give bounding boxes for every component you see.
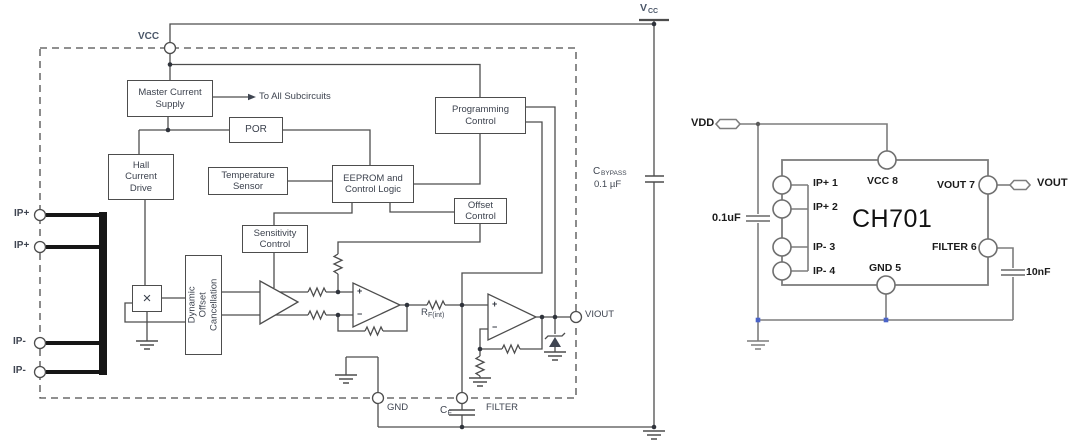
block-sensitivity-control: Sensitivity Control — [242, 225, 308, 253]
block-eeprom-control-logic: EEPROM and Control Logic — [332, 165, 414, 203]
amp2-plus-label: + — [357, 286, 363, 296]
ground-icon — [135, 340, 159, 350]
amp3-minus-label: − — [492, 322, 498, 332]
vout-port-icon — [1008, 179, 1032, 191]
gnd-pin-label: GND — [387, 402, 409, 413]
ground-icon — [746, 340, 770, 350]
chip-boundary-dashed-box — [39, 47, 577, 399]
pin-label-ip2: IP+ 2 — [813, 201, 838, 213]
amp1-opamp-icon — [259, 279, 300, 326]
rf-int-label: R — [421, 307, 428, 318]
viout-pin-label: VIOUT — [585, 309, 615, 320]
block-hall-current-drive: Hall Current Drive — [108, 154, 174, 200]
amp3-opamp-icon — [487, 292, 538, 342]
ground-icon — [543, 351, 567, 361]
vcc-top-wire — [169, 23, 654, 42]
block-por: POR — [229, 117, 283, 143]
filter-capacitor-icon — [1001, 269, 1025, 276]
primary-conductor — [46, 213, 101, 374]
vcc-terminal — [163, 41, 177, 55]
application-circuit-wiring — [714, 118, 1032, 350]
chip-name-label: CH701 — [852, 205, 933, 233]
to-all-subcircuits-label: To All Subcircuits — [259, 91, 331, 102]
eeprom-to-programming-wire — [414, 134, 481, 185]
ip-plus-label: IP+ — [14, 208, 30, 219]
rf-int-resistor-icon — [426, 300, 446, 310]
amp2-minus-label: − — [357, 309, 363, 319]
zener-diode-icon — [544, 332, 566, 340]
divider-resistor-icon — [475, 355, 485, 377]
ip-minus-terminal — [33, 336, 47, 350]
pin-label-ip1: IP+ 1 — [813, 177, 838, 189]
cbypass-sub: BYPASS — [601, 169, 627, 177]
por-to-eeprom-wire — [283, 129, 371, 165]
gnd-terminal — [371, 391, 385, 405]
vcc-to-programming-wire — [170, 63, 481, 97]
ip-plus-label: IP+ — [14, 240, 30, 251]
filter-terminal — [455, 391, 469, 405]
vdd-port-icon — [714, 118, 742, 130]
block-master-current-supply: Master Current Supply — [127, 80, 213, 117]
pin-label-ip4: IP- 4 — [813, 265, 836, 277]
bypass-capacitor-icon — [746, 215, 770, 222]
vcc-rail-sub: CC — [648, 8, 659, 15]
filter-cap-value: 10nF — [1026, 266, 1051, 278]
ip-minus-label: IP- — [13, 336, 26, 347]
vdd-port-label: VDD — [691, 117, 715, 129]
blue-junction-dots — [755, 317, 889, 323]
viout-terminal — [569, 310, 583, 324]
pin-label-gnd5: GND 5 — [869, 262, 902, 274]
ground-icon — [468, 377, 492, 387]
resistor-icon — [307, 287, 327, 297]
programming-to-filter-wire — [461, 121, 543, 392]
amp2-opamp-icon — [352, 281, 402, 329]
ch701-chip-body — [781, 159, 989, 286]
primary-conductor-bar — [99, 212, 107, 375]
cf-label: C — [440, 405, 448, 416]
hall-multiplier-box: × — [132, 285, 162, 312]
cf-sub: F — [447, 410, 452, 417]
rf-int-sub: F(int) — [428, 311, 445, 319]
filter-pin-label: FILTER — [486, 402, 519, 413]
pin-label-vcc8: VCC 8 — [867, 175, 898, 187]
block-programming-control: Programming Control — [435, 97, 526, 134]
vout-port-label: VOUT — [1037, 177, 1068, 189]
doc-label: Dynamic Offset Cancellation — [186, 278, 221, 332]
pin-label-vout7: VOUT 7 — [937, 179, 975, 191]
zener-triangle-icon — [549, 337, 561, 347]
bypass-cap-value: 0.1uF — [712, 212, 741, 224]
chip-pin-circles — [772, 150, 998, 295]
cbypass-value: 0.1 µF — [594, 179, 622, 190]
ip-minus-label: IP- — [13, 365, 26, 376]
block-dynamic-offset-cancellation: Dynamic Offset Cancellation — [185, 255, 222, 355]
feedback-resistor-icon — [364, 326, 384, 336]
ip-plus-terminal — [33, 208, 47, 222]
ground-icon — [642, 430, 666, 440]
ip-plus-terminal — [33, 240, 47, 254]
ground-icon — [334, 374, 358, 384]
programming-to-viout-wire — [526, 106, 556, 317]
vcc-pin-label: VCC — [138, 31, 160, 42]
cbypass-capacitor-icon — [645, 175, 664, 183]
cf-capacitor-icon — [449, 409, 475, 416]
pin-label-ip3: IP- 3 — [813, 241, 836, 253]
block-diagram-wiring — [33, 18, 669, 440]
junction-dot — [755, 121, 761, 127]
hall-loop-wire — [124, 302, 185, 323]
arrowhead-icon — [248, 93, 256, 101]
junction-dots — [165, 21, 657, 430]
cbypass-label: C — [593, 166, 601, 177]
offset-resistor-icon — [333, 253, 343, 275]
block-offset-control: Offset Control — [454, 198, 507, 224]
pin-label-filter6: FILTER 6 — [932, 241, 977, 253]
block-temperature-sensor: Temperature Sensor — [208, 167, 288, 195]
vcc-rail-label: V — [640, 2, 648, 14]
ip-minus-terminal — [33, 365, 47, 379]
resistor-icon — [307, 310, 327, 320]
amp3-plus-label: + — [492, 299, 498, 309]
feedback-resistor-icon — [501, 344, 521, 354]
